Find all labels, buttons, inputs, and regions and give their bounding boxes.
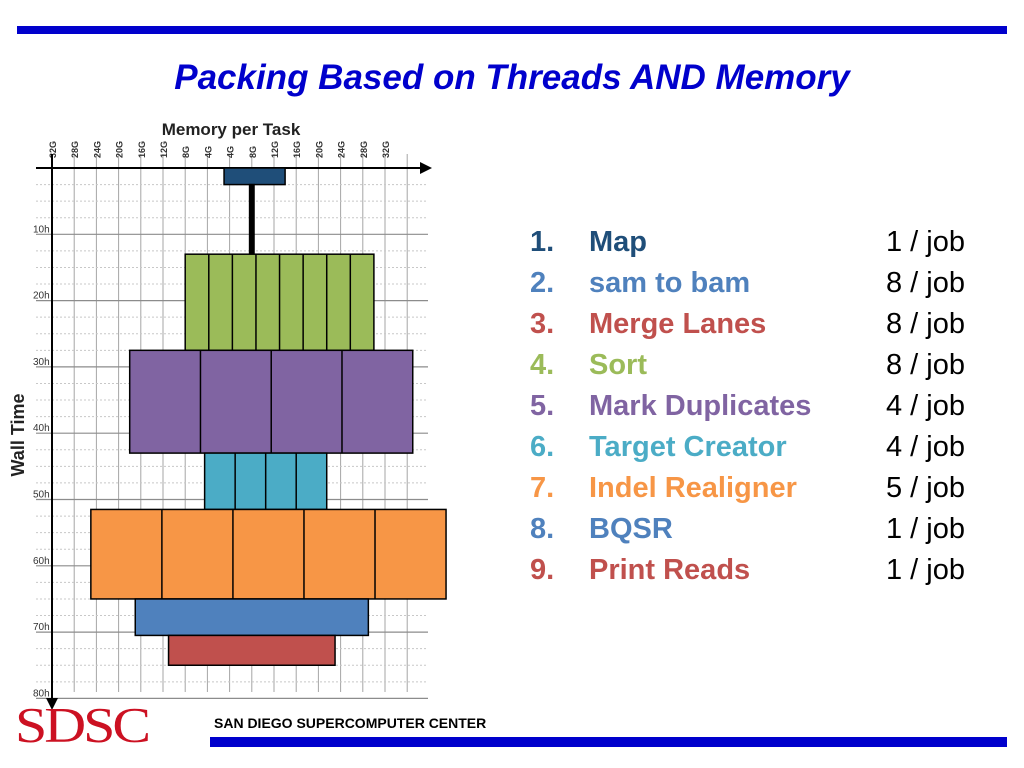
block-print-reads	[167, 634, 336, 666]
x-tick-label: 16G	[137, 141, 147, 158]
list-item: 3. Merge Lanes 8 / job	[530, 304, 1000, 345]
list-item: 2. sam to bam 8 / job	[530, 263, 1000, 304]
step-number: 5.	[530, 390, 555, 422]
step-count: 5 / job	[886, 472, 965, 504]
x-tick-label: 20G	[314, 141, 324, 158]
step-count: 1 / job	[886, 554, 965, 586]
list-item: 6. Target Creator 4 / job	[530, 427, 1000, 468]
x-axis-title: Memory per Task	[162, 120, 301, 139]
list-item: 7. Indel Realigner 5 / job	[530, 468, 1000, 509]
step-number: 9.	[530, 554, 555, 586]
step-name: BQSR	[589, 513, 673, 545]
y-axis-title: Wall Time	[8, 393, 28, 476]
step-name: Target Creator	[589, 431, 787, 463]
y-tick-label: 70h	[33, 622, 50, 633]
block-indel-realigner	[90, 508, 447, 600]
step-count: 4 / job	[886, 390, 965, 422]
x-tick-label: 16G	[292, 141, 302, 158]
step-name: Merge Lanes	[589, 308, 767, 340]
x-tick-label: 20G	[115, 141, 125, 158]
y-tick-label: 60h	[33, 556, 50, 567]
step-number: 7.	[530, 472, 555, 504]
list-item: 5. Mark Duplicates 4 / job	[530, 386, 1000, 427]
y-tick-label: 20h	[33, 291, 50, 302]
x-tick-label: 12G	[270, 141, 280, 158]
step-count: 1 / job	[886, 226, 965, 258]
list-item: 1. Map 1 / job	[530, 222, 1000, 263]
step-count: 4 / job	[886, 431, 965, 463]
step-number: 3.	[530, 308, 555, 340]
x-tick-label: 8G	[248, 146, 258, 158]
x-tick-label: 8G	[181, 146, 191, 158]
step-number: 2.	[530, 267, 555, 299]
step-name: Mark Duplicates	[589, 390, 812, 422]
step-count: 8 / job	[886, 308, 965, 340]
memory-walltime-diagram: 32G 28G 24G 20G 16G 12G 8G 4G 4G 8G 12G 16G 20G 24G 28…	[8, 120, 447, 710]
step-name: Sort	[589, 349, 647, 381]
x-tick-label: 28G	[70, 141, 80, 158]
step-name: Print Reads	[589, 554, 751, 586]
list-item: 4. Sort 8 / job	[530, 345, 1000, 386]
top-rule	[17, 26, 1007, 34]
block-bqsr	[134, 598, 370, 637]
step-count: 8 / job	[886, 349, 965, 381]
step-name: Indel Realigner	[589, 472, 797, 504]
step-name: sam to bam	[589, 267, 751, 299]
list-item: 8. BQSR 1 / job	[530, 509, 1000, 550]
x-tick-label: 4G	[226, 146, 236, 158]
y-tick-label: 30h	[33, 357, 50, 368]
y-tick-label: 80h	[33, 688, 50, 699]
x-tick-label: 24G	[337, 141, 347, 158]
x-tick-label: 24G	[92, 141, 102, 158]
sdsc-logo: SDSC	[15, 697, 151, 753]
x-tick-label: 12G	[159, 141, 169, 158]
y-axis-arrow	[46, 698, 58, 710]
block-map	[223, 167, 286, 186]
list-item: 9. Print Reads 1 / job	[530, 550, 1000, 591]
y-tick-label: 10h	[33, 224, 50, 235]
step-number: 4.	[530, 349, 555, 381]
slide-title: Packing Based on Threads AND Memory	[174, 58, 850, 97]
block-map-thin-	[248, 183, 255, 255]
step-name: Map	[589, 226, 647, 258]
x-tick-label: 32G	[381, 141, 391, 158]
x-tick-label: 28G	[359, 141, 369, 158]
x-tick-label: 32G	[48, 141, 58, 158]
x-axis-arrow	[420, 162, 432, 174]
step-number: 6.	[530, 431, 555, 463]
step-number: 8.	[530, 513, 555, 545]
step-count: 8 / job	[886, 267, 965, 299]
step-count: 1 / job	[886, 513, 965, 545]
x-tick-label: 4G	[203, 146, 213, 158]
y-tick-label: 50h	[33, 490, 50, 501]
center-name: SAN DIEGO SUPERCOMPUTER CENTER	[214, 715, 487, 731]
step-list: 1. Map 1 / job 2. sam to bam 8 / job 3. Merge…	[530, 222, 1000, 591]
step-number: 1.	[530, 226, 555, 258]
bottom-rule	[210, 737, 1007, 747]
y-tick-label: 40h	[33, 423, 50, 434]
